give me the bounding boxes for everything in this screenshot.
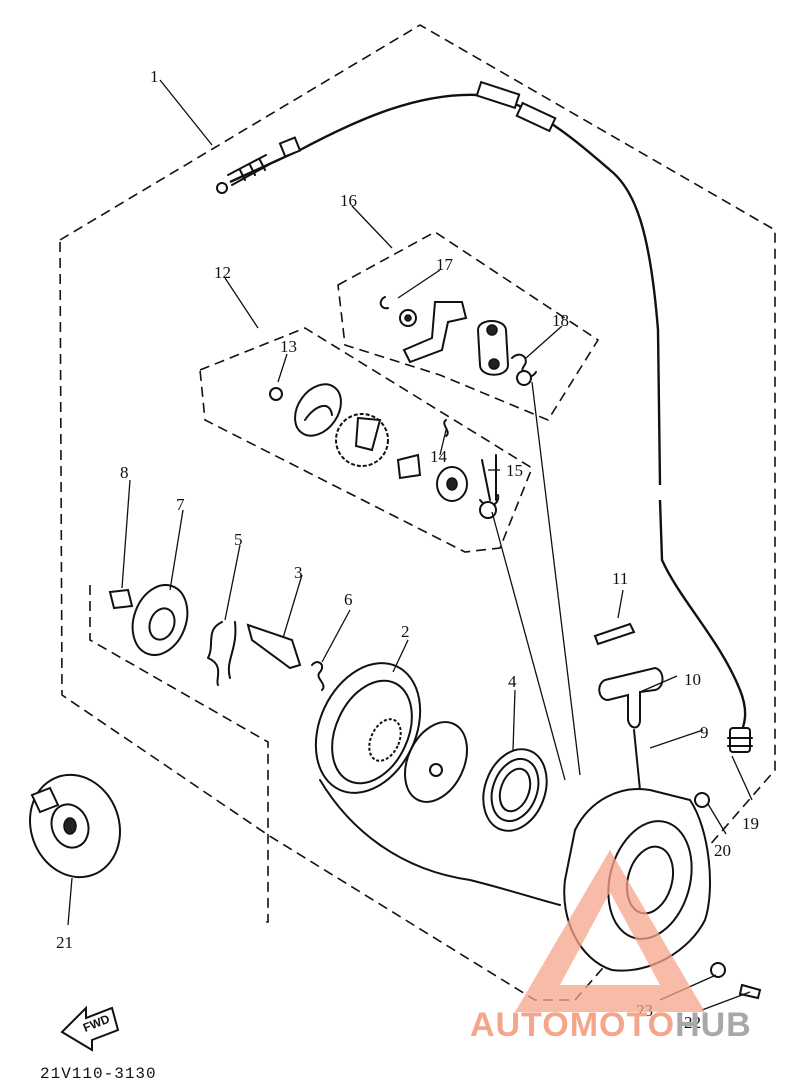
parts-group-left (108, 584, 325, 691)
part-21-cam (28, 773, 122, 879)
subassembly-12-outline (199, 327, 533, 553)
watermark-text-automoto: AUTOMOTO (470, 1006, 675, 1044)
callout-6: 6 (344, 590, 353, 609)
parts-group-handle (593, 622, 664, 791)
drawing-code: 21V110-3130 (40, 1065, 157, 1083)
svg-text:AUTOMOTOHUB: AUTOMOTOHUB (470, 1006, 752, 1044)
callout-5: 5 (234, 530, 243, 549)
callout-7: 7 (176, 495, 185, 514)
callout-8: 8 (120, 463, 129, 482)
callout-4: 4 (508, 672, 517, 691)
parts-group-12 (269, 383, 500, 519)
callout-16: 16 (340, 191, 357, 210)
callout-1: 1 (150, 67, 159, 86)
callout-13: 13 (280, 337, 297, 356)
watermark-logo: AUTOMOTOHUB (470, 850, 752, 1044)
callout-18: 18 (552, 311, 569, 330)
callout-11: 11 (612, 569, 628, 588)
callout-2: 2 (401, 622, 410, 641)
assembly-outline (59, 24, 776, 1001)
callout-12: 12 (214, 263, 231, 282)
parts-group-pulley (314, 662, 561, 906)
left-bracket-outline (89, 585, 269, 923)
watermark-triangle-icon (515, 850, 705, 1012)
callout-22: 22 (684, 1013, 701, 1032)
callout-10: 10 (684, 670, 701, 689)
parts-group-16 (379, 296, 537, 386)
callout-9: 9 (700, 723, 709, 742)
fwd-arrow-icon: FWD (60, 1005, 120, 1052)
callout-labels: 1 2 3 4 5 6 7 8 9 10 11 12 13 14 15 16 1… (56, 67, 759, 1032)
callout-20: 20 (714, 841, 731, 860)
callout-14: 14 (430, 447, 448, 466)
callout-19: 19 (742, 814, 759, 833)
parts-group-case (563, 788, 762, 1000)
watermark-text-hub: HUB (675, 1006, 752, 1044)
callout-21: 21 (56, 933, 73, 952)
throttle-cable (216, 80, 753, 753)
callout-17: 17 (436, 255, 454, 274)
subassembly-16-outline (337, 231, 600, 421)
callout-15: 15 (506, 461, 523, 480)
callout-3: 3 (294, 563, 303, 582)
